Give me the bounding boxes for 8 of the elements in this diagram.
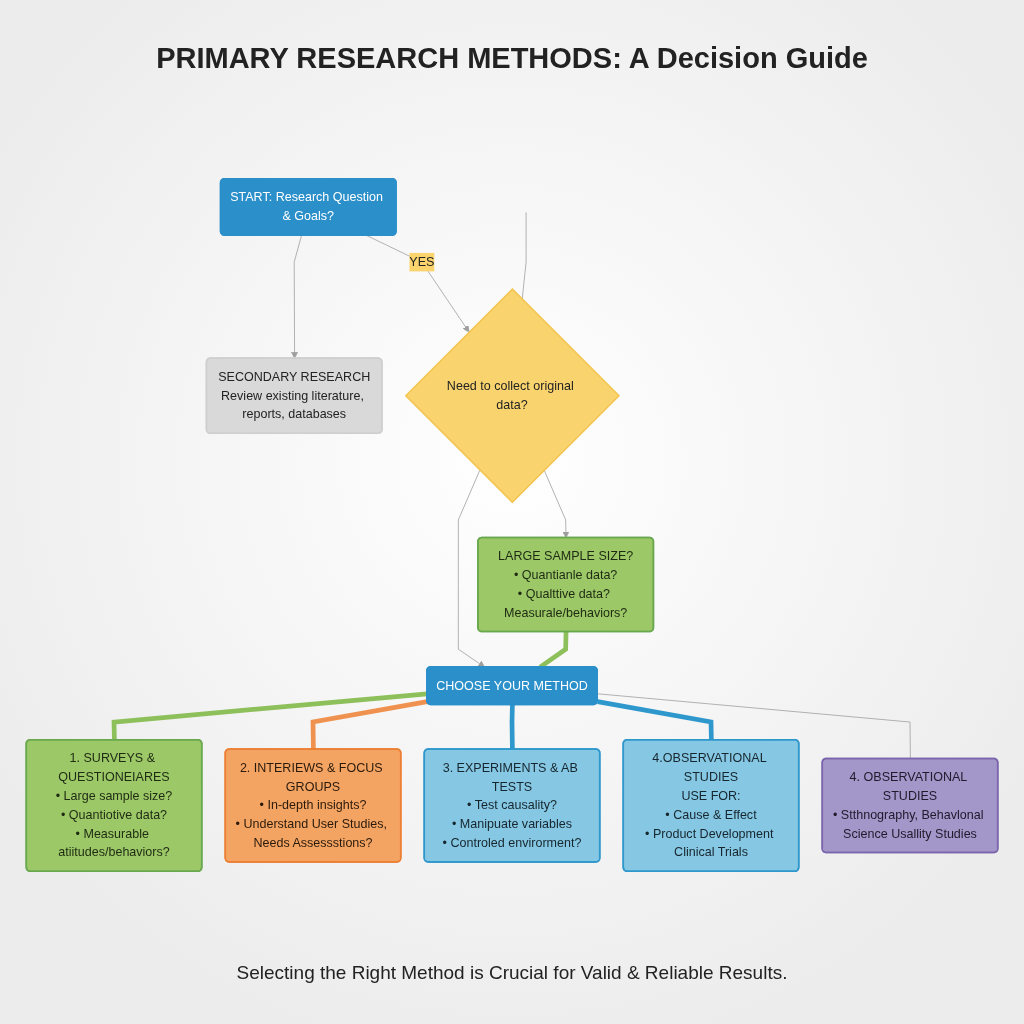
title: PRIMARY RESEARCH METHODS: A Decision Guide [156,41,868,76]
node-diamond: Need to collect original data? [404,288,621,504]
edge-label: YES [409,255,435,269]
caption: Selecting the Right Method is Crucial for Valid & Reliable Results. [236,962,788,984]
connector [509,704,515,750]
connector [597,693,911,760]
connector [597,699,714,741]
connector [310,699,428,750]
